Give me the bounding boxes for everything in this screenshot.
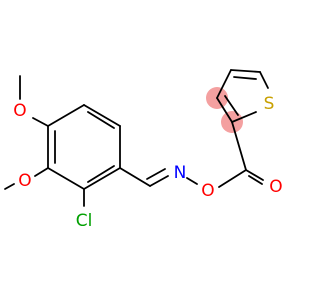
bond-b3-b4 [83, 167, 121, 190]
bond-inner-3 [87, 111, 115, 129]
bond-c-thiophene [231, 121, 247, 171]
atom-nitrogen: N [174, 163, 187, 183]
bond-c-o-double-2 [248, 175, 263, 185]
structure-canvas: O O Cl N O O S [4, 69, 283, 231]
atom-o-carbonyl: O [269, 177, 282, 197]
bond-s-c2 [231, 111, 257, 123]
molecule-diagram: O O Cl N O O S [4, 69, 283, 231]
atom-sulfur: S [264, 94, 275, 114]
atom-o-methoxy-upper: O [13, 101, 26, 121]
bond-b5-b6 [83, 104, 121, 127]
bond-c-o-double-1 [245, 169, 264, 181]
bond-ring-ch [119, 167, 151, 187]
atom-o-ester-bridge: O [201, 181, 214, 201]
methoxy-upper: O [13, 75, 49, 127]
bond-n-o [186, 177, 198, 185]
bond-o-ch3-lower [4, 183, 15, 190]
bond-o-carbonyl-c [218, 169, 247, 188]
bond-inner-2 [87, 165, 115, 183]
imine-linker: N O [119, 163, 247, 201]
thiophene-ring: S [216, 69, 275, 123]
bond-b2-b3 [47, 167, 85, 190]
atom-chlorine: Cl [76, 211, 93, 231]
bond-c2-c3-inner [224, 95, 239, 116]
chloro-substituent: Cl [76, 188, 93, 231]
bond-b6-b1 [47, 104, 85, 127]
bond-c2-c3 [216, 97, 233, 123]
bond-ch-n-1 [149, 175, 169, 187]
bond-ch-n-2 [146, 168, 166, 180]
bond-c-o-upper [32, 117, 49, 127]
methoxy-lower: O [4, 167, 49, 191]
bond-c5-s [259, 71, 269, 89]
bond-c-o-lower [34, 167, 49, 177]
bond-c4-c5-inner [233, 76, 257, 80]
bond-c3-c4 [216, 69, 232, 99]
carbonyl-group: O [231, 121, 283, 197]
benzene-ring [47, 104, 121, 190]
atom-o-methoxy-lower: O [18, 171, 31, 191]
bond-c4-c5 [230, 69, 261, 73]
